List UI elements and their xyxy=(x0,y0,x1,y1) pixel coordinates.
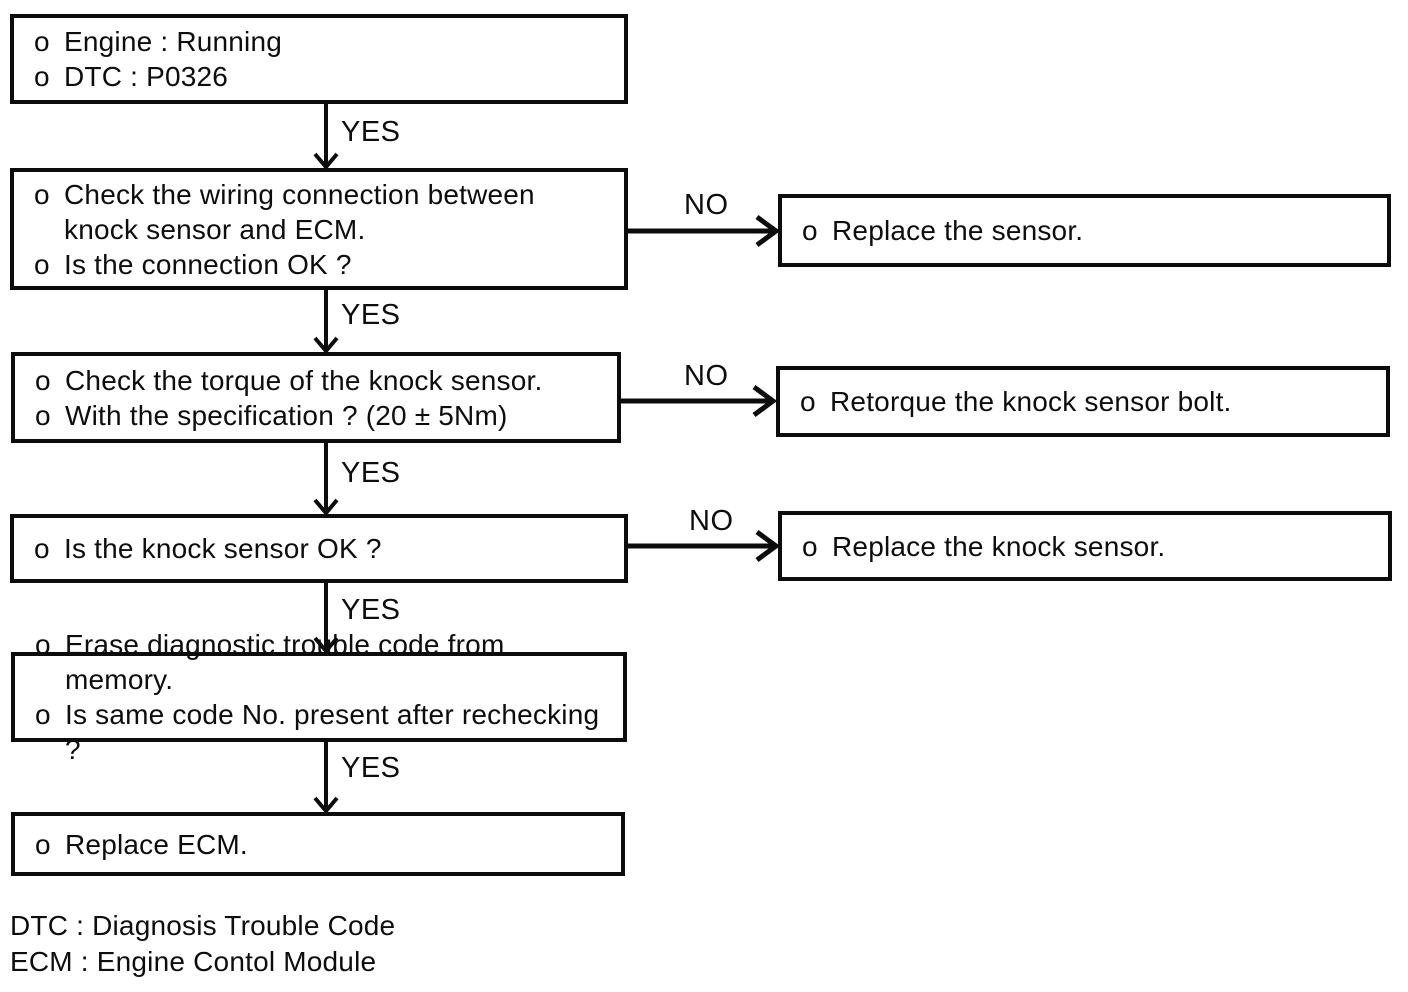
list-item: o Check the torque of the knock sensor. xyxy=(35,363,607,398)
arrow-yes-start-to-wiring xyxy=(313,104,339,171)
list-item: o Is the knock sensor OK ? xyxy=(34,531,614,566)
list-item: o Replace ECM. xyxy=(35,827,611,862)
bullet: o xyxy=(34,61,50,92)
flow-node-knock-sensor-ok: o Is the knock sensor OK ? xyxy=(10,514,628,583)
node-text: Erase diagnostic trouble code from memor… xyxy=(65,629,505,695)
node-text: Is the connection OK ? xyxy=(64,248,352,280)
yes-label: YES xyxy=(341,116,401,148)
flow-node-check-torque: o Check the torque of the knock sensor. … xyxy=(11,352,621,443)
no-label: NO xyxy=(684,189,729,221)
node-text: Retorque the knock sensor bolt. xyxy=(830,386,1232,417)
bullet: o xyxy=(35,699,51,730)
bullet: o xyxy=(35,399,51,431)
flow-node-replace-ecm: o Replace ECM. xyxy=(11,812,625,876)
node-text: Check the torque of the knock sensor. xyxy=(65,364,543,396)
node-text: Is the knock sensor OK ? xyxy=(64,533,382,564)
flow-node-erase-code: o Erase diagnostic trouble code from mem… xyxy=(11,629,627,765)
node-text: DTC : P0326 xyxy=(64,61,229,92)
bullet: o xyxy=(34,178,50,210)
footnote-dtc: DTC : Diagnosis Trouble Code xyxy=(10,910,396,941)
list-item: o Is the connection OK ? xyxy=(34,247,614,282)
list-item: o Is same code No. present after recheck… xyxy=(35,697,613,767)
list-item: o Replace the sensor. xyxy=(802,213,1377,248)
node-text: Replace ECM. xyxy=(65,828,248,860)
bullet: o xyxy=(800,386,816,417)
yes-label: YES xyxy=(341,752,401,784)
list-item: o Retorque the knock sensor bolt. xyxy=(800,384,1376,419)
list-item: o Replace the knock sensor. xyxy=(802,529,1378,564)
bullet: o xyxy=(34,248,50,280)
flow-node-replace-sensor: o Replace the sensor. xyxy=(778,194,1391,267)
list-item: o Engine : Running xyxy=(34,24,614,59)
list-item: o Erase diagnostic trouble code from mem… xyxy=(35,627,613,697)
node-text: Check the wiring connection between knoc… xyxy=(64,178,535,245)
bullet: o xyxy=(35,364,51,396)
yes-label: YES xyxy=(341,299,401,331)
list-item: o With the specification ? (20 ± 5Nm) xyxy=(35,398,607,433)
arrow-no-wiring-to-replacesensor xyxy=(628,214,781,248)
flow-node-start: o Engine : Running o DTC : P0326 xyxy=(10,14,628,104)
bullet: o xyxy=(34,533,50,564)
bullet: o xyxy=(802,530,818,562)
bullet: o xyxy=(34,26,50,57)
node-text: With the specification ? (20 ± 5Nm) xyxy=(65,399,508,431)
bullet: o xyxy=(35,629,51,660)
list-item: o Check the wiring connection between kn… xyxy=(34,177,614,247)
arrow-yes-torque-to-sensorok xyxy=(313,443,339,517)
arrow-yes-wiring-to-torque xyxy=(313,290,339,355)
node-text: Replace the sensor. xyxy=(832,215,1084,246)
no-label: NO xyxy=(689,505,734,537)
no-label: NO xyxy=(684,360,729,392)
list-item: o DTC : P0326 xyxy=(34,59,614,94)
footnote-ecm: ECM : Engine Contol Module xyxy=(10,946,377,977)
node-text: Replace the knock sensor. xyxy=(832,530,1166,562)
flow-node-retorque-bolt: o Retorque the knock sensor bolt. xyxy=(776,366,1390,437)
flow-node-check-wiring: o Check the wiring connection between kn… xyxy=(10,168,628,290)
bullet: o xyxy=(35,828,51,860)
node-text: Is same code No. present after recheckin… xyxy=(65,699,600,765)
yes-label: YES xyxy=(341,457,401,489)
flow-node-replace-knock-sensor: o Replace the knock sensor. xyxy=(778,511,1392,581)
bullet: o xyxy=(802,215,818,246)
node-text: Engine : Running xyxy=(64,26,283,57)
yes-label: YES xyxy=(341,594,401,626)
